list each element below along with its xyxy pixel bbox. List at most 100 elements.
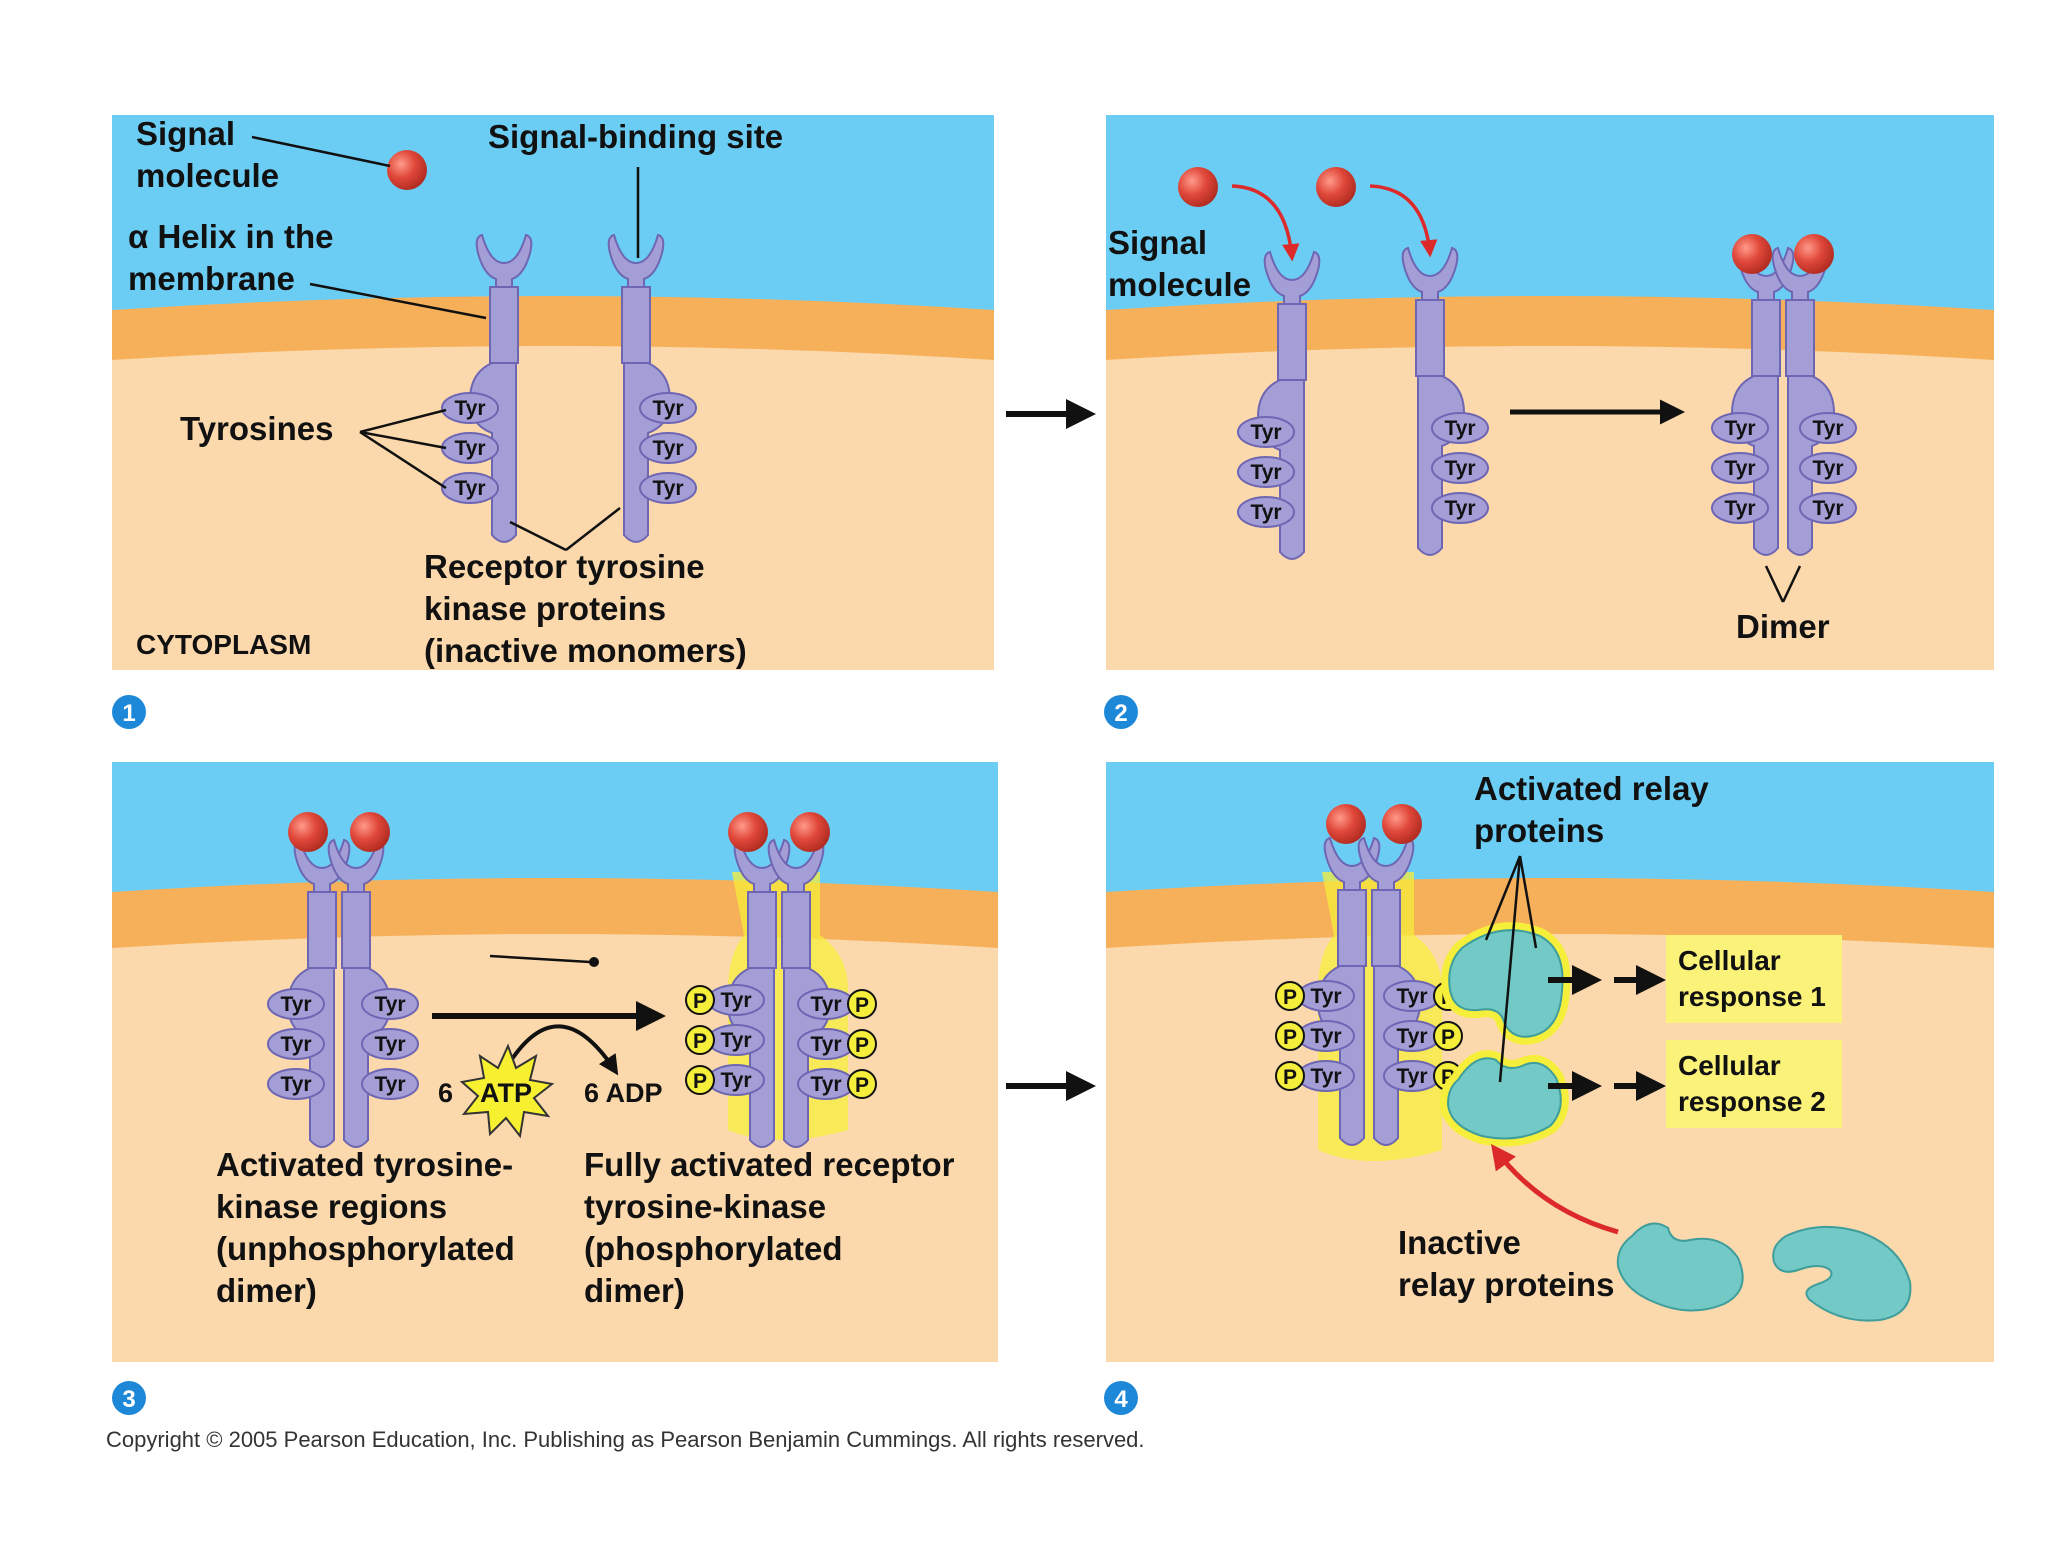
signal-molecule [387,150,427,190]
tyr-label: Tyr [652,477,683,500]
phosphate-icon [1275,981,1305,1011]
tyr-label: Tyr [652,397,683,420]
tyr-label: Tyr [810,1033,841,1056]
tyrosine-group-left: Tyr Tyr Tyr [441,392,499,504]
tyr-label: Tyr [720,1029,751,1052]
tyr-label: Tyr [1812,417,1843,440]
phosphate-label: P [1441,1026,1455,1049]
phosphate-icon [1433,1021,1463,1051]
phosphate-label: P [1283,1026,1297,1049]
signal-molecule [1316,167,1356,207]
tyr-label: Tyr [1396,985,1427,1008]
tyrosine-group-right: Tyr Tyr Tyr [1799,412,1857,524]
unphosphorylated-dimer-label: dimer) [216,1272,317,1309]
tyr-label: Tyr [1310,1065,1341,1088]
alpha-helix-label: membrane [128,260,295,297]
bound-signal-molecule [1732,234,1772,274]
bound-signal-molecule [1326,804,1366,844]
tyr-label: Tyr [1310,985,1341,1008]
phosphorylated-dimer-label: dimer) [584,1272,685,1309]
atp-starburst: ATP [459,1043,555,1139]
signal-binding-site-label: Signal-binding site [488,118,783,155]
tyr-label: Tyr [720,1069,751,1092]
tyrosine-group-left: Tyr Tyr Tyr [1711,412,1769,524]
step-3-badge: 3 [112,1381,146,1415]
atp-to-adp-arrow [508,1024,619,1076]
inactive-relay-label: Inactive [1398,1224,1521,1261]
dimer-label: Dimer [1736,608,1830,645]
tyr-label: Tyr [280,1073,311,1096]
tyrosine-group-right: Tyr Tyr Tyr [639,392,697,504]
tyr-label: Tyr [1444,417,1475,440]
tyr-label: Tyr [280,1033,311,1056]
phosphate-icon [1275,1021,1305,1051]
phospho-tyrosine-group-right: Tyr P Tyr P Tyr P [1383,980,1463,1092]
cellular-response-2-box: Cellular response 2 [1666,1040,1842,1128]
panel-2: Tyr Tyr Tyr Tyr Tyr Tyr [1106,115,1994,670]
atp-label: ATP [480,1078,532,1108]
phosphate-label: P [693,990,707,1013]
step-2-badge: 2 [1104,695,1138,729]
cellular-response-1-label: response 1 [1678,981,1826,1012]
adp-label: 6 ADP [584,1078,663,1108]
plasma-membrane [112,296,994,360]
tyr-label: Tyr [652,437,683,460]
tyrosine-group-left: Tyr Tyr Tyr [1237,416,1295,528]
tyr-label: Tyr [1812,457,1843,480]
unphosphorylated-dimer-label: kinase regions [216,1188,447,1225]
signal-molecule-label: molecule [136,157,279,194]
step-number: 4 [1114,1386,1128,1413]
copyright-notice: Copyright © 2005 Pearson Education, Inc.… [106,1427,1145,1452]
bound-signal-molecule [350,812,390,852]
phosphate-label: P [693,1070,707,1093]
tyr-label: Tyr [1444,457,1475,480]
tyr-label: Tyr [1250,501,1281,524]
extracellular-region [1106,115,1994,318]
leader-lines-panel-4 [1484,855,1538,1083]
extracellular-region [1106,762,1994,900]
receptor-label: Receptor tyrosine [424,548,705,585]
phosphorylated-dimer-label: Fully activated receptor [584,1146,955,1183]
signal-molecule-label: molecule [1108,266,1251,303]
phosphate-label: P [855,1034,869,1057]
tyr-label: Tyr [454,437,485,460]
step-number: 2 [1114,700,1127,727]
tyr-label: Tyr [454,477,485,500]
receptor-label: (inactive monomers) [424,632,747,669]
tyr-label: Tyr [720,989,751,1012]
inactive-relay-protein-1 [1616,1222,1744,1312]
receptor-label: kinase proteins [424,590,666,627]
stray-dot [589,957,599,967]
tyrosine-group-right: Tyr Tyr Tyr [361,988,419,1100]
phosphate-icon [1275,1061,1305,1091]
tyr-label: Tyr [1310,1025,1341,1048]
tyr-label: Tyr [1724,417,1755,440]
tyr-label: Tyr [810,1073,841,1096]
inactive-relay-protein-2 [1772,1225,1912,1322]
phosphate-icon [847,989,877,1019]
panel-1: Tyr Tyr Tyr Tyr Tyr Tyr Sig [112,115,994,670]
tyrosine-group-left: Tyr Tyr Tyr [267,988,325,1100]
tyr-label: Tyr [810,993,841,1016]
tyr-label: Tyr [1444,497,1475,520]
recruitment-arrow [1491,1143,1619,1235]
phosphate-label: P [855,1074,869,1097]
activated-relay-protein-2 [1440,1050,1569,1147]
panel-3: Tyr Tyr Tyr Tyr Tyr Tyr ATP 6 6 ADP [112,762,998,1362]
inactive-relay-label: relay proteins [1398,1266,1614,1303]
phosphorylated-dimer-label: tyrosine-kinase [584,1188,826,1225]
step-number: 3 [122,1386,135,1413]
unphosphorylated-dimer [287,812,391,1148]
phospho-tyrosine-group-right: Tyr P Tyr P Tyr P [797,988,877,1100]
cellular-response-2-label: Cellular [1678,1050,1781,1081]
tyr-label: Tyr [1396,1065,1427,1088]
signal-molecule [1178,167,1218,207]
tyr-label: Tyr [1724,497,1755,520]
activated-relay-label: Activated relay [1474,770,1709,807]
tyr-label: Tyr [374,1033,405,1056]
tyr-label: Tyr [374,993,405,1016]
phosphate-icon [847,1069,877,1099]
bound-signal-molecule [790,812,830,852]
phosphate-icon [847,1029,877,1059]
